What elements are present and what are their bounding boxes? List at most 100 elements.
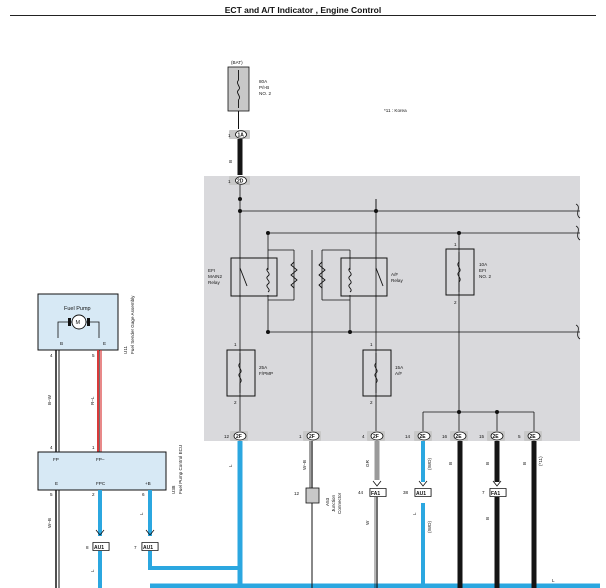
- bc-1-id: 2F: [309, 434, 315, 440]
- battery-label: (BAT): [231, 60, 243, 65]
- bc-0-id: 2F: [236, 434, 242, 440]
- au1-38-pin: 38: [403, 490, 409, 495]
- connector-2d-id: 2D: [237, 179, 244, 185]
- wire-iwd-label-top: (IWD): [427, 458, 432, 470]
- fuel-pump-pin-e: E: [103, 341, 106, 346]
- fuse-10a-name: EFI: [479, 268, 486, 273]
- wire-gr-label: GR: [365, 459, 370, 467]
- au1-7-pin: 7: [134, 545, 137, 550]
- fuse-10a-number: NO. 2: [479, 274, 491, 279]
- fa1-44-id: FA1: [371, 491, 380, 497]
- au1-8-id: AU1: [94, 545, 104, 551]
- fuel-pump-pin-b: B: [60, 341, 63, 346]
- fuse-15a-af: [362, 349, 392, 397]
- wire-star11-label: (*11): [538, 456, 543, 466]
- wire-wb-ecu-label: W–B: [47, 518, 52, 528]
- au1-38-id: AU1: [416, 491, 426, 497]
- bc-4-pin: 16: [442, 434, 448, 439]
- fuse-15a-element: [374, 353, 378, 393]
- au1-8-pin: 8: [86, 545, 89, 550]
- wire-b-2e16-label: B: [448, 462, 453, 465]
- connector-2d-pin: 1: [228, 179, 231, 184]
- fuse-10a-pin-bottom: 2: [454, 300, 457, 305]
- junction-line1: Junction: [331, 494, 336, 512]
- au1-7-id: AU1: [143, 545, 153, 551]
- wire-b-2e15-bottom-label: B: [485, 517, 490, 520]
- fa1-7-pin: 7: [482, 490, 485, 495]
- page-title: ECT and A/T Indicator , Engine Control: [224, 5, 382, 15]
- fuse-10a-efi2: [445, 248, 475, 296]
- wire-l-iwd-label: L: [412, 512, 417, 515]
- fuse-15a-name: A/F: [395, 371, 402, 376]
- efi-main2-relay-label-2: MAIN2: [208, 274, 222, 279]
- efi-main2-relay-label-3: Relay: [208, 280, 220, 285]
- bc-2-pin: 4: [362, 434, 365, 439]
- junction-connector-a53: [305, 487, 320, 504]
- ecu-pin-fpc: FPC: [96, 481, 106, 486]
- wire-wb-label: W–B: [302, 460, 307, 470]
- wire-iwd-label-bottom: (IWD): [427, 521, 432, 533]
- ecu-num-fpc: 2: [92, 492, 95, 497]
- wire-b-2e15-label: B: [485, 462, 490, 465]
- bc-6-id: 2E: [530, 434, 537, 440]
- wire-l-plusb-label: L: [139, 512, 144, 515]
- af-relay-label-2: Relay: [391, 278, 403, 283]
- fuse-25a-pin-top: 1: [234, 342, 237, 347]
- junction-id: A53: [325, 497, 330, 506]
- bc-2-id: 2F: [373, 434, 379, 440]
- wire-w-label: W: [365, 520, 370, 525]
- bc-5-id: 2E: [493, 434, 500, 440]
- ecu-name: Fuel Pump Control ECU: [178, 445, 183, 494]
- fuse-10a-amps: 10A: [479, 262, 488, 267]
- main-fuse-number: NO. 2: [259, 91, 271, 96]
- fuse-10a-pin-top: 1: [454, 242, 457, 247]
- ecu-num-fp: 4: [50, 445, 53, 450]
- ecu-pin-fp-minus: FP–: [96, 457, 105, 462]
- ecu-num-e: 5: [50, 492, 53, 497]
- ecu-pin-plus-b: +B: [145, 481, 151, 486]
- bc-4-id: 2E: [456, 434, 463, 440]
- relay-block-panel: [204, 176, 580, 441]
- korea-note: *11 : Korea: [384, 108, 407, 113]
- fuel-pump-pin-4: 4: [50, 353, 53, 358]
- fuse-25a-name: F/PMP: [259, 371, 273, 376]
- fuel-pump-assembly: Fuel Sender Gage Assembly: [130, 295, 135, 354]
- fuse-25a-element: [238, 353, 242, 393]
- af-relay: [340, 257, 388, 297]
- af-resistor-icon: [318, 261, 326, 289]
- wire-rl-label: R–L: [90, 396, 95, 405]
- ecu-pin-e: E: [55, 481, 58, 486]
- main-fuse-amps: 80A: [259, 79, 268, 84]
- af-relay-label-1: A/F: [391, 272, 398, 277]
- main-fuse-element: [237, 70, 240, 108]
- wire-l-bus-label: L: [552, 578, 555, 583]
- bottom-connector-row: [230, 431, 542, 441]
- bc-6-pin: 5: [518, 434, 521, 439]
- wire-l-fpc-label: L: [90, 569, 95, 572]
- title-divider: [10, 15, 596, 16]
- fuse-15a-amps: 15A: [395, 365, 404, 370]
- fuse-25a-fpmp: [226, 349, 256, 397]
- fuel-pump-control-ecu: [37, 451, 167, 491]
- ecu-num-b: 6: [142, 492, 145, 497]
- bc-0-pin: 12: [224, 434, 230, 439]
- bc-1-pin: 1: [299, 434, 302, 439]
- efi-main2-resistor-icon: [290, 261, 298, 289]
- fuel-pump-label: Fuel Pump: [64, 306, 91, 312]
- wire-bw-label: B–W: [47, 394, 52, 405]
- af-coil-icon: [348, 267, 352, 293]
- wire-l-plusb-bottom: [148, 551, 240, 570]
- fuel-pump-motor-letter: M: [76, 320, 81, 326]
- fuel-pump-pin-5: 5: [92, 353, 95, 358]
- connector-1a-id: 1A: [238, 133, 245, 139]
- fuse-25a-amps: 25A: [259, 365, 268, 370]
- fuse-15a-pin-top: 1: [370, 342, 373, 347]
- junction-line2: Connector: [337, 492, 342, 514]
- bc-5-pin: 15: [479, 434, 485, 439]
- ecu-pin-fp: FP: [53, 457, 59, 462]
- bc-3-pin: 14: [405, 434, 411, 439]
- fuse-10a-element: [457, 252, 461, 292]
- efi-main2-coil-icon: [266, 267, 270, 293]
- wire-b-label: B: [228, 160, 233, 163]
- fa1-44-pin: 44: [358, 490, 364, 495]
